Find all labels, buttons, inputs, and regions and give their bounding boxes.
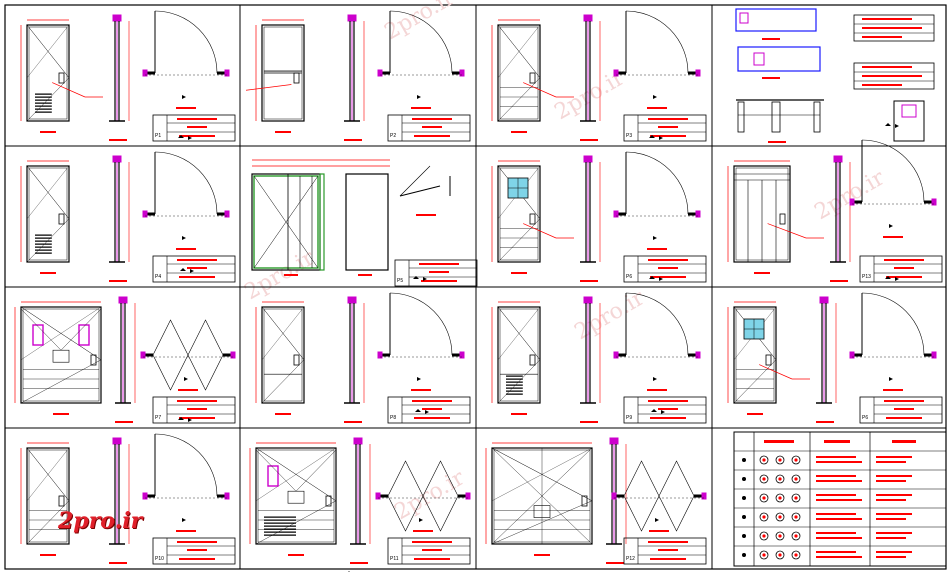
panel-code-label: P3 — [626, 133, 632, 139]
door-panel-r — [735, 8, 935, 143]
watermark-logo: 2pro.ir — [58, 508, 143, 534]
door-panel-p10: P10 — [20, 417, 236, 565]
panel-code-label: P11 — [390, 556, 399, 562]
panel-code-label: P7 — [155, 415, 161, 421]
svg-text:2pro.ir: 2pro.ir — [381, 0, 460, 45]
door-panel-p9: P9 — [491, 276, 707, 424]
door-panel-p3: P3 — [491, 10, 707, 142]
svg-text:2pro.ir: 2pro.ir — [571, 285, 650, 345]
door-panel-p6: P6 — [491, 135, 707, 283]
door-panel-p5: P5 — [251, 159, 478, 287]
door-panel-p6: P6 — [727, 276, 943, 424]
panel-code-label: P10 — [155, 556, 164, 562]
door-panel-table — [733, 431, 947, 567]
page-marker: - — [348, 569, 350, 574]
door-panel-p1: P1 — [20, 10, 236, 142]
panel-code-label: P5 — [397, 278, 403, 284]
panel-code-label: P2 — [390, 133, 396, 139]
panel-code-label: P8 — [390, 415, 396, 421]
door-panel-p7: P7 — [14, 268, 236, 424]
panel-code-label: P12 — [626, 556, 635, 562]
panel-code-label: P4 — [155, 274, 161, 280]
panel-code-label: P13 — [862, 274, 871, 280]
door-panel-p13: P13 — [727, 123, 943, 283]
door-panel-p4: P4 — [20, 135, 236, 283]
door-panel-p8: P8 — [255, 276, 471, 424]
door-panel-p2: P2 — [245, 10, 471, 142]
panel-code-label: P9 — [626, 415, 632, 421]
door-panel-p11: P11 — [249, 409, 471, 565]
faint-watermarks: 2pro.ir2pro.ir2pro.ir2pro.ir2pro.ir2pro.… — [241, 0, 890, 525]
panel-code-label: P1 — [155, 133, 161, 139]
panel-code-label: P6 — [626, 274, 632, 280]
panel-code-label: P6 — [862, 415, 868, 421]
door-panel-p12: P12 — [485, 409, 707, 565]
